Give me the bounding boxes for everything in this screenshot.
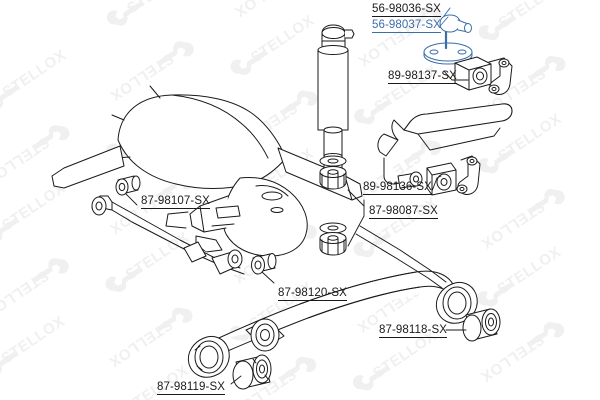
label-text: 87-98118-SX xyxy=(379,324,448,338)
rear-axle-housing xyxy=(51,85,363,257)
stabilizer-link xyxy=(423,7,473,65)
stabilizer-bracket-upper xyxy=(454,56,513,95)
trailing-arm-bushing-part xyxy=(232,354,272,390)
shock-mount-bushing-upper xyxy=(319,155,347,190)
label-text: 87-98107-SX xyxy=(141,195,210,209)
part-label-87-98119-SX[interactable]: 87-98119-SX xyxy=(157,381,226,395)
label-text: 87-98120-SX xyxy=(278,287,347,301)
label-text: 89-98137-SX xyxy=(388,70,457,84)
part-label-56-98037-SX[interactable]: 56-98037-SX xyxy=(372,19,441,33)
upper-control-arm xyxy=(91,195,245,275)
stabilizer-bar-bushing xyxy=(426,162,457,196)
label-text: 87-98119-SX xyxy=(157,381,226,395)
part-label-56-98036-SX[interactable]: 56-98036-SX xyxy=(372,3,441,17)
label-text: 87-98087-SX xyxy=(369,205,438,219)
part-label-87-98118-SX[interactable]: 87-98118-SX xyxy=(379,324,448,338)
part-label-87-98107-SX[interactable]: 87-98107-SX xyxy=(141,195,210,209)
lateral-rod xyxy=(355,225,447,289)
part-label-87-98120-SX[interactable]: 87-98120-SX xyxy=(278,287,347,301)
shock-mount-bushing-lower xyxy=(319,222,347,256)
lower-control-arm xyxy=(187,270,478,378)
stabilizer-bracket-lower xyxy=(456,155,481,195)
part-label-89-98137-SX[interactable]: 89-98137-SX xyxy=(388,70,457,84)
label-text: 56-98036-SX xyxy=(372,3,441,17)
part-label-89-98136-SX[interactable]: 89-98136-SX xyxy=(363,181,432,195)
label-text: 89-98136-SX xyxy=(363,181,432,195)
upper-arm-bushing-part xyxy=(115,175,141,196)
label-text: 56-98037-SX xyxy=(372,19,441,33)
leader-lines xyxy=(125,16,469,385)
stabilizer-bar xyxy=(377,103,513,189)
lower-arm-bushing-part xyxy=(251,253,277,275)
control-arm-bushing-part xyxy=(462,308,501,342)
part-label-87-98087-SX[interactable]: 87-98087-SX xyxy=(369,205,438,219)
